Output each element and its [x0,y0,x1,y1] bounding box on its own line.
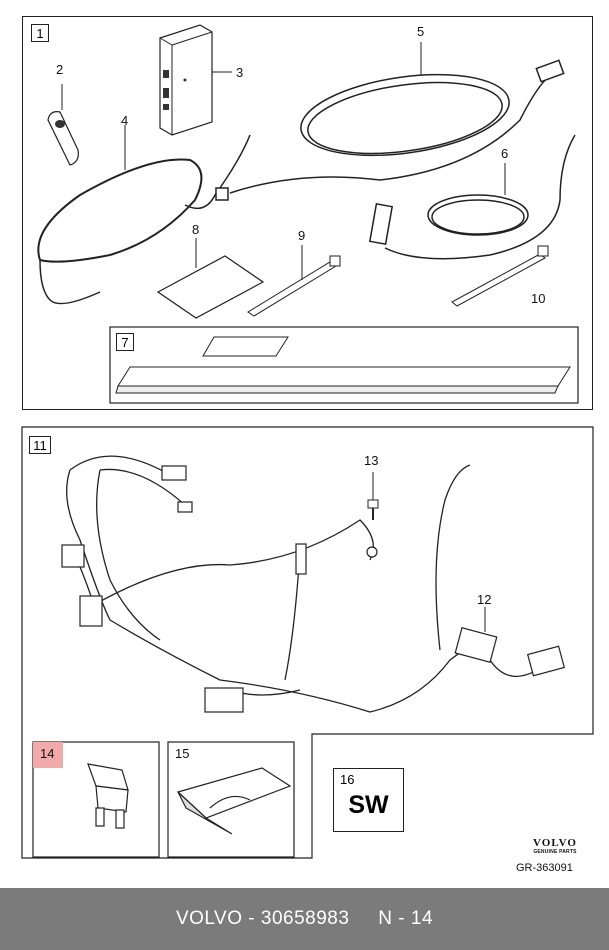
callout-2: 2 [56,62,64,77]
sw-box: 16 SW [333,768,404,832]
diagram-code: GR-363091 [516,862,573,874]
footer-text: VOLVO - 30658983 N - 14 [175,908,434,929]
part-14-fuse [87,763,129,829]
part-15-trim-tool [176,767,292,835]
sw-box-number: 16 [340,772,355,787]
part-5-cable [215,42,565,201]
volvo-brand: VOLVO GENUINE PARTS [519,837,591,855]
harness-panel-outline [21,426,594,859]
volvo-logo: VOLVO [533,837,577,849]
panel-label-1: 1 [31,24,49,42]
harness-connectors [61,465,566,713]
sw-box-text: SW [348,791,389,819]
callout-4: 4 [121,113,129,128]
callout-12: 12 [477,592,492,607]
panel-label-14: 14 [40,746,55,761]
part-6-cable [368,134,576,260]
part-2-key-fob [47,84,79,166]
footer-bar: VOLVO - 30658983 N - 14 [0,888,609,950]
part-11-harness [66,455,546,713]
part-4-antenna-cable [37,125,251,305]
callout-13: 13 [364,453,379,468]
panel-label-15: 15 [175,746,190,761]
part-10-cable-tie [451,245,549,307]
callout-3: 3 [236,65,244,80]
panel-label-7: 7 [116,333,134,351]
callout-5: 5 [417,24,425,39]
parts-diagram [21,24,594,859]
panel-label-11: 11 [29,436,51,454]
part-7-strip-top [117,366,571,387]
part-9-cable-tie [247,245,341,317]
part-7-strip-bottom [115,385,559,394]
callout-8: 8 [192,222,200,237]
part-3-module [159,24,232,136]
part-7-sheet-small [202,336,289,357]
callout-6: 6 [501,146,509,161]
callout-9: 9 [298,228,306,243]
fuse-panel-highlight [33,742,63,768]
genuine-parts-label: GENUINE PARTS [533,849,577,855]
part-8-pad [156,238,265,319]
part-13-screw [367,472,379,520]
callout-10: 10 [531,291,546,306]
